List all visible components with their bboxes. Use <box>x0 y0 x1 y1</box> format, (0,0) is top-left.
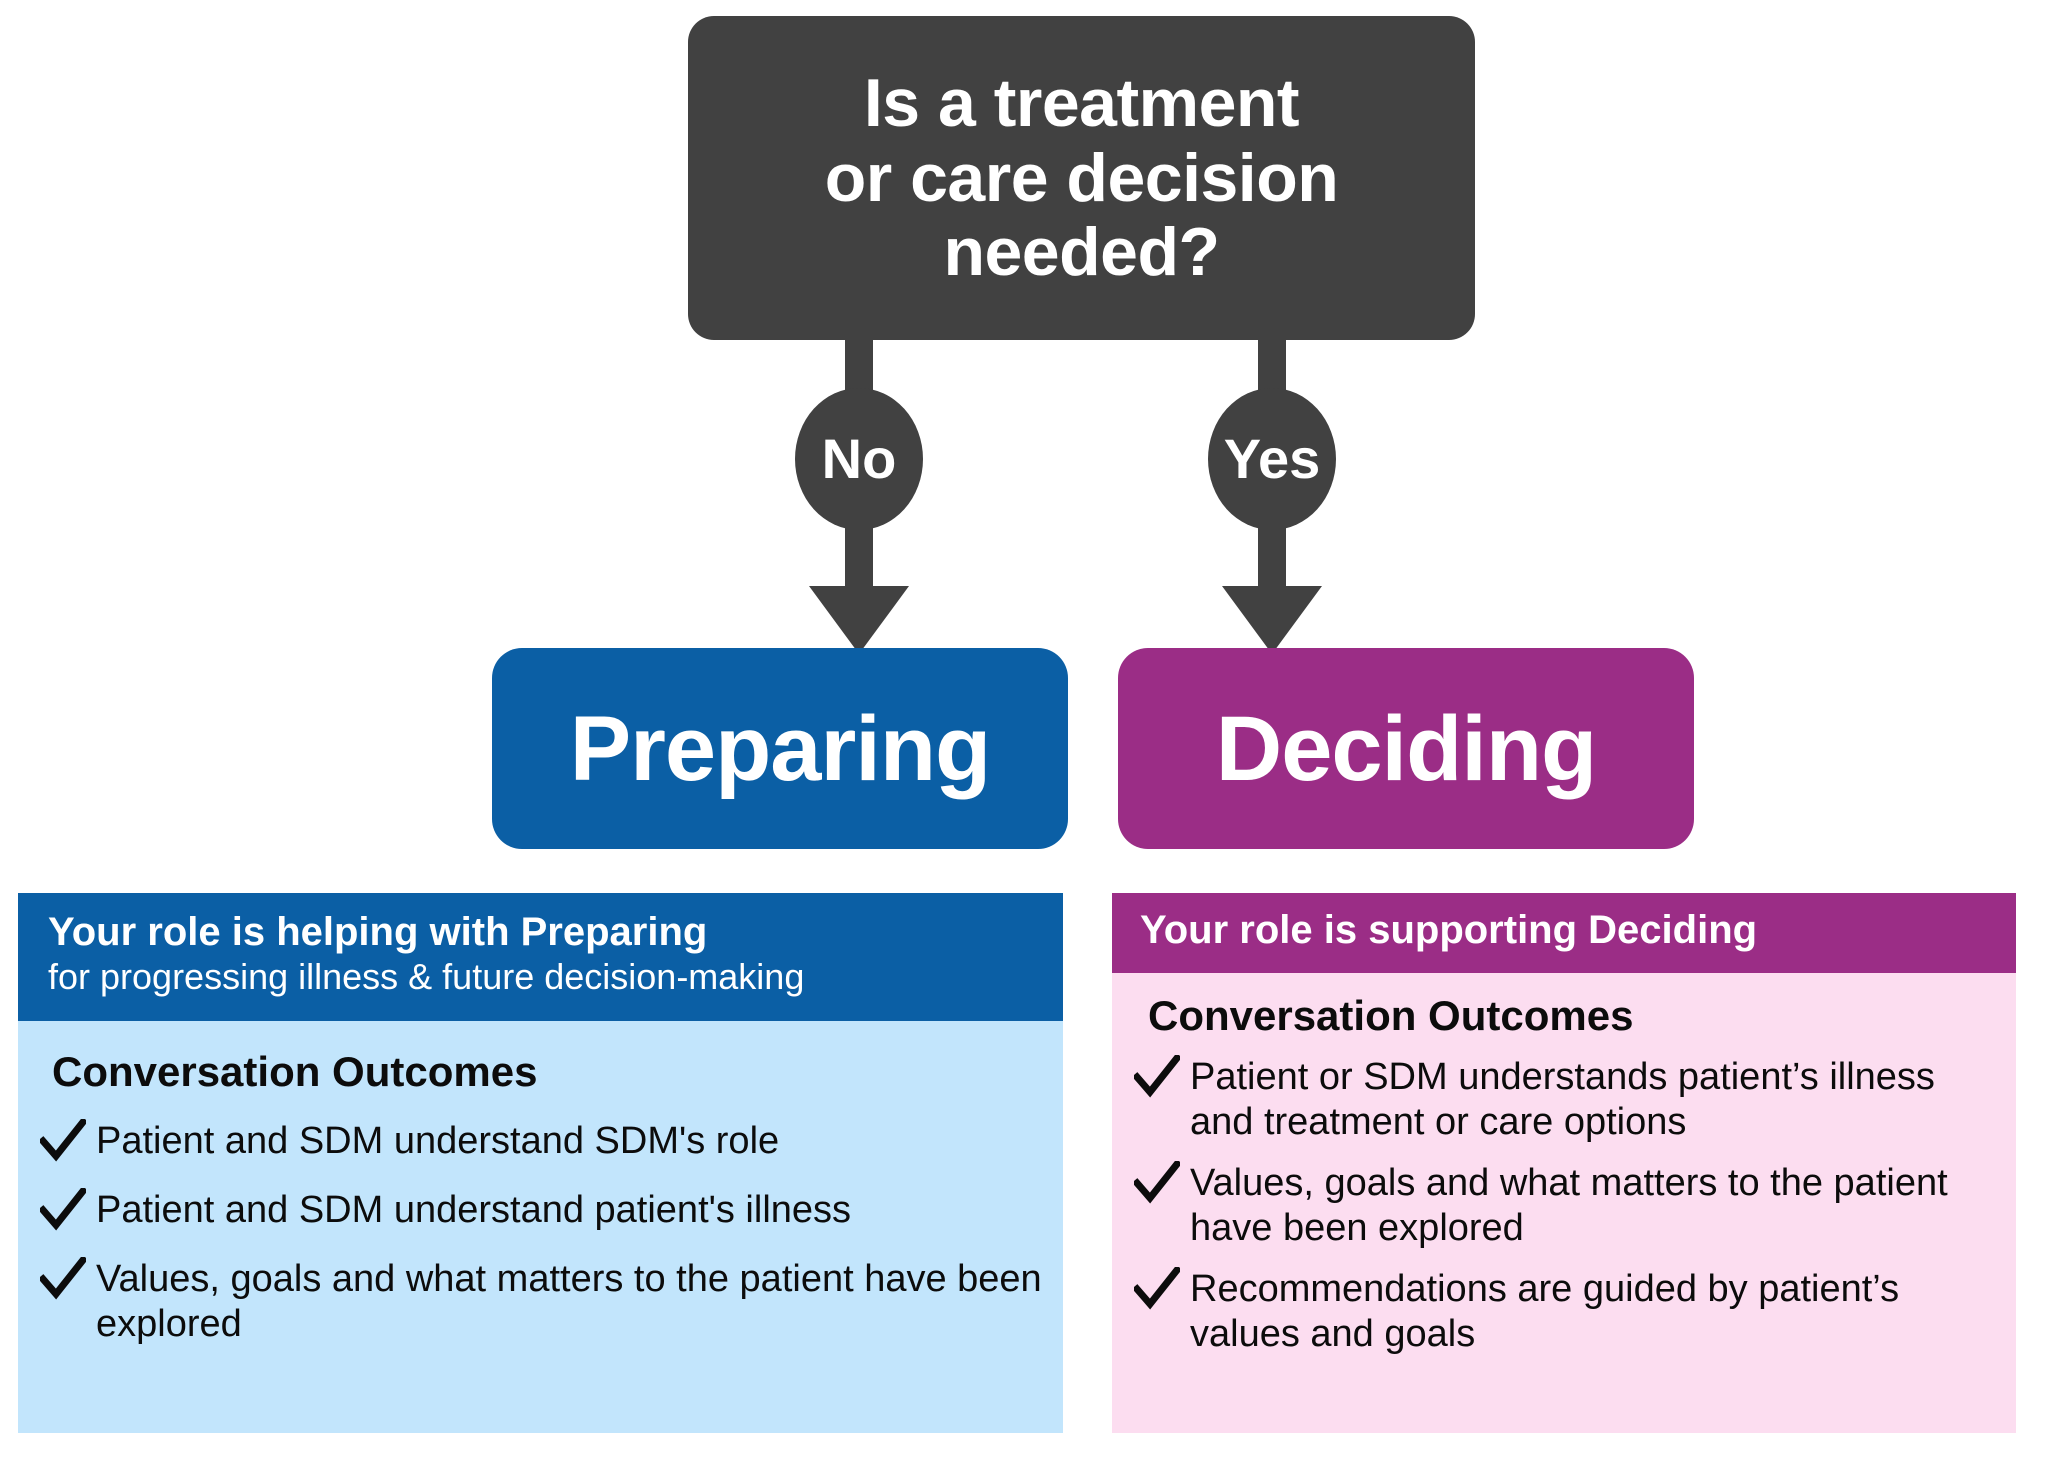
arrow-head-no <box>809 586 909 654</box>
connector-stem-no-lower <box>845 520 873 590</box>
list-item-text: Recommendations are guided by patient’s … <box>1190 1267 1900 1355</box>
phase-box-deciding-label: Deciding <box>1215 697 1597 800</box>
list-item: Patient and SDM understand patient's ill… <box>40 1188 1043 1233</box>
panel-preparing-outcomes-title: Conversation Outcomes <box>52 1048 538 1095</box>
list-item: Recommendations are guided by patient’s … <box>1134 1266 2002 1357</box>
checkmark-icon <box>40 1257 96 1301</box>
list-item-text: Values, goals and what matters to the pa… <box>96 1258 1042 1345</box>
list-item-text: Patient and SDM understand patient's ill… <box>96 1189 852 1232</box>
branch-label-yes: Yes <box>1208 388 1336 530</box>
phase-box-deciding[interactable]: Deciding <box>1118 648 1694 849</box>
checkmark-icon <box>1134 1161 1190 1205</box>
branch-label-no: No <box>795 388 923 530</box>
panel-preparing-role-subheading: for progressing illness & future decisio… <box>48 956 805 997</box>
list-item-text: Patient and SDM understand SDM's role <box>96 1120 780 1163</box>
checkmark-icon <box>40 1188 96 1232</box>
list-item-text: Values, goals and what matters to the pa… <box>1190 1162 1948 1249</box>
phase-box-preparing[interactable]: Preparing <box>492 648 1068 849</box>
panel-deciding-outcome-list: Patient or SDM understands patient’s ill… <box>1134 1055 2002 1356</box>
checkmark-icon <box>1134 1055 1190 1099</box>
checkmark-icon <box>40 1119 96 1163</box>
connector-stem-yes-lower <box>1258 520 1286 590</box>
panel-deciding-body: Conversation Outcomes Patient or SDM und… <box>1112 973 2016 1356</box>
panel-preparing-header: Your role is helping with Preparing for … <box>18 893 1063 1021</box>
panel-preparing-outcome-list: Patient and SDM understand SDM's role Pa… <box>40 1119 1043 1346</box>
list-item-text: Patient or SDM understands patient’s ill… <box>1190 1056 1935 1144</box>
panel-deciding-outcomes-title: Conversation Outcomes <box>1148 992 1634 1039</box>
branch-label-yes-text: Yes <box>1223 427 1321 490</box>
panel-preparing-role-heading: Your role is helping with Preparing <box>48 910 708 954</box>
arrow-head-yes <box>1222 586 1322 654</box>
panel-deciding: Your role is supporting Deciding Convers… <box>1112 893 2016 1433</box>
checkmark-icon <box>1134 1266 1190 1311</box>
decision-question-text: Is a treatment or care decision needed? <box>824 64 1339 291</box>
branch-label-no-text: No <box>821 427 897 490</box>
list-item: Patient or SDM understands patient’s ill… <box>1134 1055 2002 1145</box>
panel-preparing: Your role is helping with Preparing for … <box>18 893 1063 1433</box>
list-item: Values, goals and what matters to the pa… <box>40 1257 1043 1347</box>
phase-box-preparing-label: Preparing <box>569 697 991 800</box>
panel-preparing-body: Conversation Outcomes Patient and SDM un… <box>18 1021 1063 1347</box>
decision-question-box: Is a treatment or care decision needed? <box>688 16 1475 340</box>
panel-deciding-role-heading: Your role is supporting Deciding <box>1140 908 1758 952</box>
panel-deciding-header: Your role is supporting Deciding <box>1112 893 2016 973</box>
list-item: Values, goals and what matters to the pa… <box>1134 1161 2002 1251</box>
list-item: Patient and SDM understand SDM's role <box>40 1119 1043 1164</box>
